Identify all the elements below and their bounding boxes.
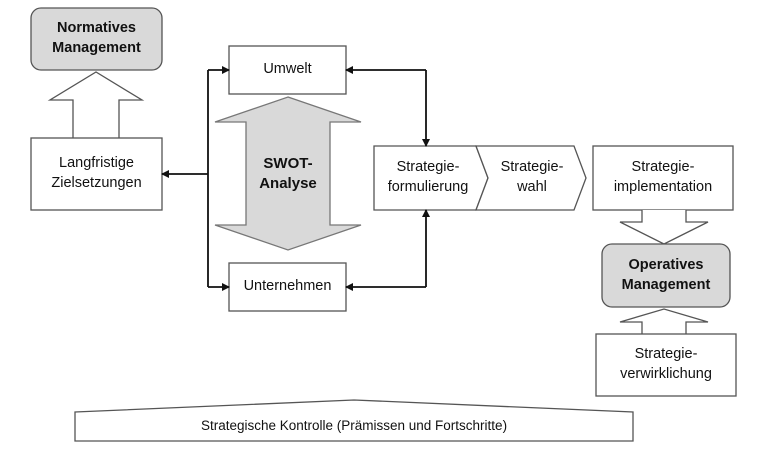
swot-double-arrow [214,96,362,251]
kontrolle-shape [74,399,634,442]
normatives-management-box [30,7,163,71]
implementation-label: Strategie- implementation [613,159,713,195]
up-arrow-to-operatives [619,308,709,334]
wahl-shape [475,145,587,211]
zielsetzungen-box [30,137,163,211]
verwirklichung-label: Strategie- verwirklichung [620,346,712,382]
normatives-management-label: Normatives Management [52,20,141,56]
swot-analyse-label: SWOT-Analyse [259,154,317,192]
kontrolle-label: Strategische Kontrolle (Prämissen und Fo… [200,418,508,434]
operatives-management-label: Operatives Management [621,256,711,293]
up-arrow-to-normatives [47,71,145,138]
umwelt-label: Umwelt [263,61,312,78]
operatives-management-box [601,243,731,308]
wahl-label: Strategie- wahl [500,159,564,195]
implementation-box [592,145,734,211]
down-arrow-to-operatives [619,210,709,245]
formulierung-label: Strategie- formulierung [387,159,469,195]
zielsetzungen-label: Langfristige Zielsetzungen [51,155,142,191]
unternehmen-label: Unternehmen [243,278,332,295]
verwirklichung-box [595,333,737,397]
